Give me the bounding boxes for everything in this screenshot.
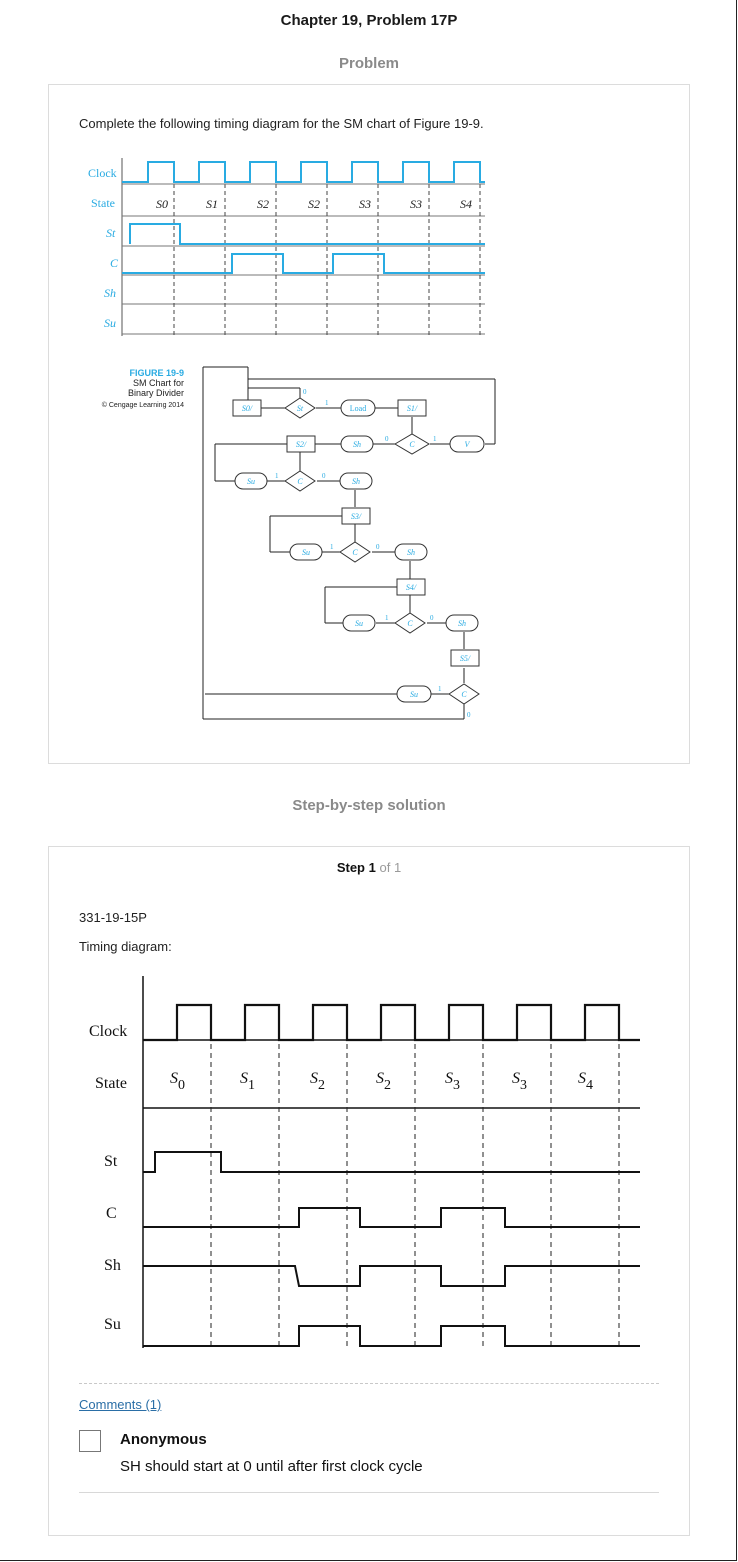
sm-output-su4: Su <box>410 690 418 699</box>
sm-state-s0: S0/ <box>242 404 253 413</box>
sm-output-sh1: Sh <box>353 440 361 449</box>
problem-state-3: S2 <box>308 197 320 211</box>
comments-divider <box>79 1383 659 1384</box>
solution-state-5: S3 <box>512 1070 527 1093</box>
comment-author: Anonymous <box>120 1431 207 1448</box>
problem-state-2: S2 <box>257 197 269 211</box>
sm-chart: S0/ St Load S1/ C V Sh S2/ C Su Sh S3/ C… <box>202 366 496 720</box>
solution-label-c: C <box>106 1205 117 1222</box>
sm-decision-c4: C <box>407 619 413 628</box>
comment-text: SH should start at 0 until after first c… <box>120 1458 423 1475</box>
figure-caption-line1: SM Chart for <box>132 378 184 388</box>
solution-ref: 331-19-15P <box>79 910 147 925</box>
solution-state-1: S1 <box>240 1070 255 1093</box>
problem-question: Complete the following timing diagram fo… <box>79 116 484 131</box>
solution-clock-wave <box>143 1003 640 1042</box>
sm-branch-label: 0 <box>467 711 471 719</box>
sm-branch-label: 0 <box>376 543 380 551</box>
problem-label-su: Su <box>104 316 116 330</box>
step-indicator: Step 1 of 1 <box>0 860 738 875</box>
problem-st-wave <box>129 223 485 245</box>
step-of: of 1 <box>379 860 402 875</box>
solution-sh-wave <box>143 1265 640 1287</box>
sm-decision-c2: C <box>297 477 303 486</box>
problem-label-clock: Clock <box>88 166 117 180</box>
comment-divider <box>79 1492 659 1493</box>
problem-state-0: S0 <box>156 197 168 211</box>
problem-c-wave <box>122 253 485 274</box>
solution-state-4: S3 <box>445 1070 460 1093</box>
sm-branch-label: 0 <box>385 435 389 443</box>
solution-state-2: S2 <box>310 1070 325 1093</box>
sm-decision-st: St <box>297 404 304 413</box>
solution-label-sh: Sh <box>104 1257 121 1274</box>
sm-branch-label: 1 <box>330 543 334 551</box>
solution-state-0: S0 <box>170 1070 185 1093</box>
figure-caption: FIGURE 19-9 SM Chart for Binary Divider … <box>80 368 184 409</box>
problem-state-1: S1 <box>206 197 218 211</box>
sm-output-v: V <box>465 440 471 449</box>
sm-branch-label: 1 <box>438 685 442 693</box>
sm-state-s1: S1/ <box>407 404 418 413</box>
sm-output-sh3: Sh <box>407 548 415 557</box>
solution-st-wave <box>143 1151 640 1173</box>
solution-su-wave <box>143 1325 640 1347</box>
problem-label-c: C <box>110 256 119 270</box>
figure-caption-line2: Binary Divider <box>127 388 184 398</box>
solution-intro: Timing diagram: <box>79 939 172 954</box>
solution-label-state: State <box>95 1075 127 1092</box>
solution-state-3: S2 <box>376 1070 391 1093</box>
sm-output-su1: Su <box>247 477 255 486</box>
problem-label-state: State <box>91 196 115 210</box>
sm-state-s4: S4/ <box>406 583 417 592</box>
sm-output-su2: Su <box>302 548 310 557</box>
problem-label-sh: Sh <box>104 286 116 300</box>
sm-branch-label: 1 <box>275 472 279 480</box>
problem-timing-diagram: Clock State St C Sh Su S0 S1 S2 S2 S3 S3… <box>88 158 485 336</box>
problem-state-4: S3 <box>359 197 371 211</box>
solution-c-wave <box>143 1207 640 1228</box>
sm-state-s2: S2/ <box>296 440 307 449</box>
solution-timing-diagram: Clock State St C Sh Su S0 S1 S2 S2 S3 S3… <box>89 976 640 1348</box>
sm-decision-c3: C <box>352 548 358 557</box>
sm-output-load: Load <box>350 404 366 413</box>
sm-state-s5: S5/ <box>460 654 471 663</box>
sm-output-sh2: Sh <box>352 477 360 486</box>
sm-branch-label: 1 <box>385 614 389 622</box>
problem-clock-wave <box>122 161 485 183</box>
chapter-title: Chapter 19, Problem 17P <box>280 12 458 29</box>
sm-branch-label: 1 <box>433 435 437 443</box>
solution-state-6: S4 <box>578 1070 593 1093</box>
solution-label-clock: Clock <box>89 1023 127 1040</box>
problem-state-5: S3 <box>410 197 422 211</box>
problem-label-st: St <box>106 226 116 240</box>
step-word: Step <box>336 860 365 875</box>
solution-section-title: Step-by-step solution <box>292 797 446 814</box>
sm-output-sh4: Sh <box>458 619 466 628</box>
step-number: 1 <box>368 860 376 875</box>
problem-state-6: S4 <box>460 197 472 211</box>
sm-branch-label: 0 <box>430 614 434 622</box>
problem-section-title: Problem <box>338 55 399 72</box>
sm-output-su3: Su <box>355 619 363 628</box>
solution-panel <box>48 846 690 1536</box>
sm-decision-c5: C <box>461 690 467 699</box>
sm-state-s3: S3/ <box>351 512 362 521</box>
sm-decision-c1: C <box>409 440 415 449</box>
solution-label-st: St <box>104 1153 118 1170</box>
figure-credit: © Cengage Learning 2014 <box>101 402 184 409</box>
comment-avatar-checkbox[interactable] <box>79 1430 101 1452</box>
figure-label: FIGURE 19-9 <box>129 368 184 378</box>
sm-branch-label: 0 <box>303 388 307 396</box>
solution-label-su: Su <box>104 1316 121 1333</box>
sm-branch-label: 1 <box>325 399 329 407</box>
comments-link[interactable]: Comments (1) <box>79 1397 162 1412</box>
sm-branch-label: 0 <box>322 472 326 480</box>
problem-panel <box>48 84 690 764</box>
